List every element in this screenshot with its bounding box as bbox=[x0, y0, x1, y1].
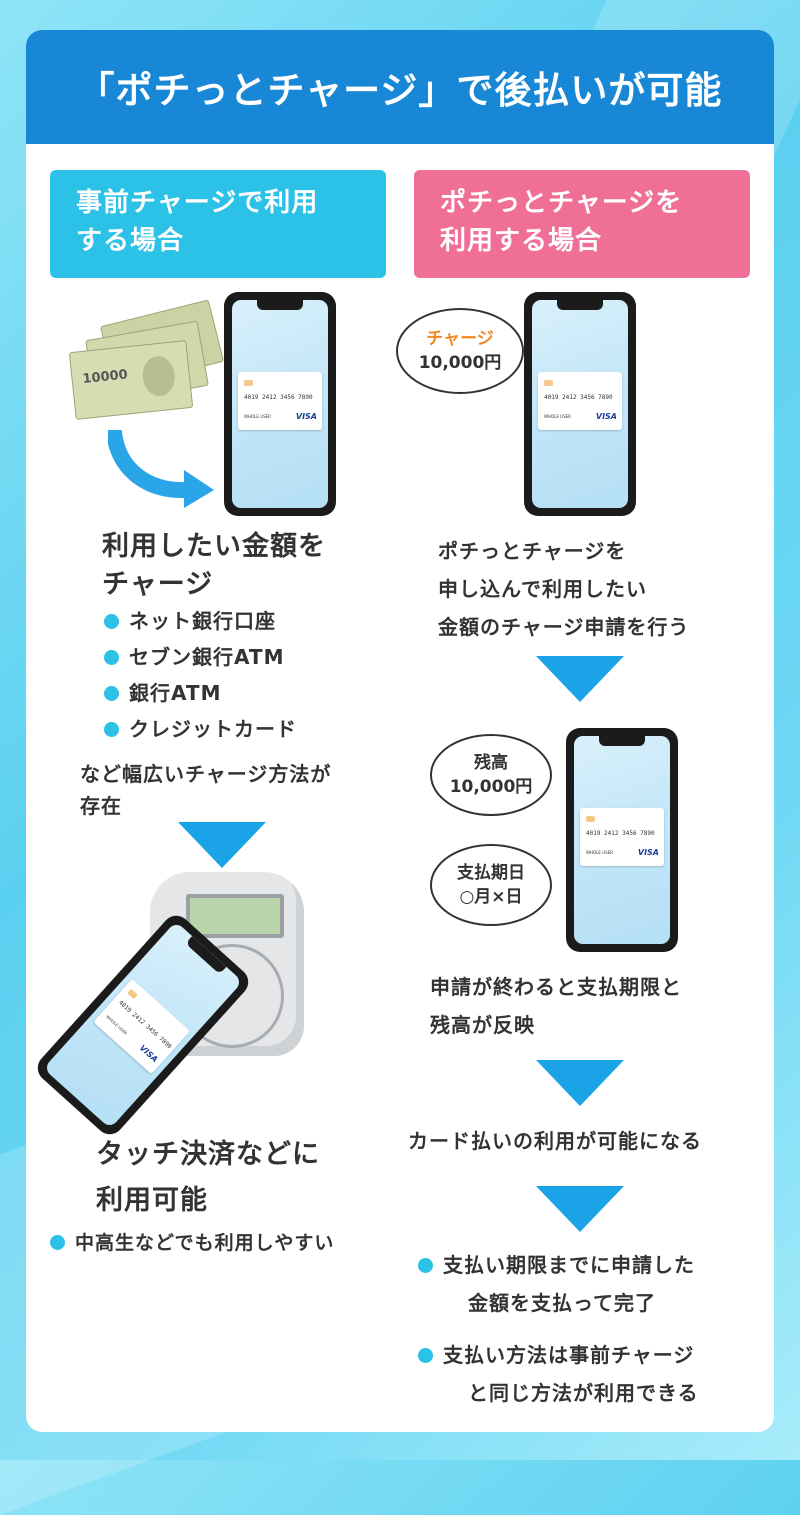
left-step2-bullet: 中高生などでも利用しやすい bbox=[50, 1226, 334, 1260]
charge-speech-bubble: チャージ 10,000円 bbox=[396, 308, 524, 394]
smartphone-icon: 4019 2412 3456 7890 WHOLE USER VISA bbox=[224, 292, 336, 516]
left-step2-text: タッチ決済などに 利用可能 bbox=[96, 1139, 320, 1216]
right-bullet-2: 支払い方法は事前チャージ と同じ方法が利用できる bbox=[418, 1336, 774, 1412]
down-arrow-icon bbox=[536, 656, 624, 702]
credit-card: 4019 2412 3456 7890 WHOLE USER VISA bbox=[538, 372, 622, 430]
left-column-heading: 事前チャージで利用 する場合 bbox=[50, 170, 386, 278]
charge-method-item: セブン銀行ATM bbox=[104, 640, 284, 674]
due-date-speech-bubble: 支払期日 ○月×日 bbox=[430, 844, 552, 926]
banknote-label: 10000 bbox=[81, 367, 129, 388]
right-column-heading: ポチっとチャージを 利用する場合 bbox=[414, 170, 750, 278]
down-arrow-icon bbox=[536, 1186, 624, 1232]
banknotes-icon: 10000 bbox=[68, 299, 225, 422]
right-step3-text: カード払いの利用が可能になる bbox=[408, 1129, 702, 1153]
infographic-card: 「ポチっとチャージ」で後払いが可能 事前チャージで利用 する場合 ポチっとチャー… bbox=[26, 30, 774, 1432]
right-step1-text: ポチっとチャージを 申し込んで利用したい 金額のチャージ申請を行う bbox=[438, 539, 690, 639]
right-bullet-1: 支払い期限までに申請した 金額を支払って完了 bbox=[418, 1246, 774, 1322]
page-title: 「ポチっとチャージ」で後払いが可能 bbox=[26, 30, 774, 144]
credit-card: 4019 2412 3456 7890 WHOLE USER VISA bbox=[238, 372, 322, 430]
charge-methods-note: など幅広いチャージ方法が 存在 bbox=[80, 762, 332, 818]
charge-method-item: ネット銀行口座 bbox=[104, 604, 276, 638]
charge-method-item: クレジットカード bbox=[104, 712, 297, 746]
curved-arrow-icon bbox=[108, 430, 214, 508]
right-step2-text: 申請が終わると支払期限と 残高が反映 bbox=[430, 975, 682, 1037]
left-step1-text: 利用したい金額を チャージ bbox=[102, 531, 326, 600]
smartphone-icon: 4019 2412 3456 7890 WHOLE USER VISA bbox=[566, 728, 678, 952]
charge-method-item: 銀行ATM bbox=[104, 676, 221, 710]
credit-card: 4019 2412 3456 7890 WHOLE USER VISA bbox=[580, 808, 664, 866]
down-arrow-icon bbox=[536, 1060, 624, 1106]
down-arrow-icon bbox=[178, 822, 266, 868]
balance-speech-bubble: 残高 10,000円 bbox=[430, 734, 552, 816]
credit-card: 4019 2412 3456 7890 WHOLE USER VISA bbox=[93, 978, 191, 1075]
smartphone-icon: 4019 2412 3456 7890 WHOLE USER VISA bbox=[524, 292, 636, 516]
